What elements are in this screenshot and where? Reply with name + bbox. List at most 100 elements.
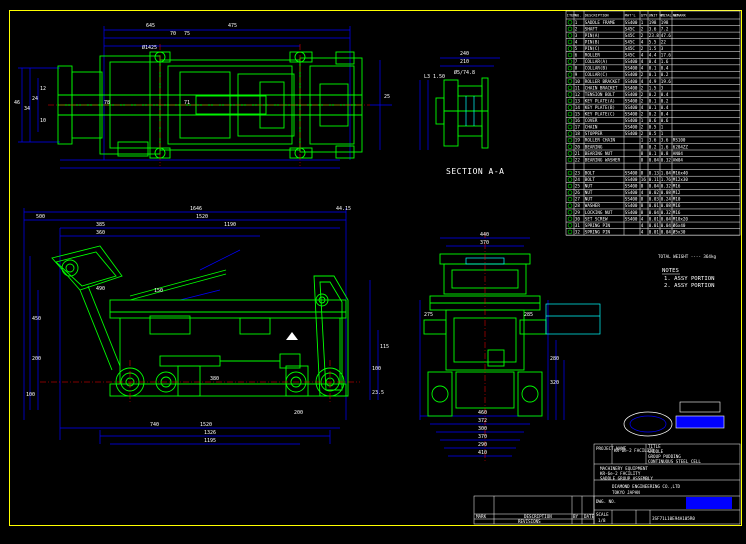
side-dim-left-200: 200 bbox=[32, 356, 41, 362]
bom-row-cell: 22 bbox=[661, 39, 667, 44]
bom-row-cell: 1.6 bbox=[661, 144, 669, 149]
bom-item-marker-icon bbox=[567, 144, 573, 149]
bom-row-cell: M16 bbox=[673, 184, 681, 189]
top-dim-12: 12 bbox=[40, 86, 46, 92]
bom-row-cell: 1.5 bbox=[649, 46, 657, 51]
top-dim-645: 645 bbox=[146, 23, 155, 29]
side-dim-490: 490 bbox=[96, 286, 105, 292]
revisions-label: REVISIONS bbox=[518, 519, 541, 524]
side-dim-1520: 1520 bbox=[196, 214, 208, 220]
stamp-box-2 bbox=[675, 415, 725, 429]
rev-col-date: DATE bbox=[584, 514, 595, 519]
bom-row-cell: ROLLER bbox=[585, 53, 601, 58]
bom-row-cell: SS400 bbox=[625, 210, 638, 215]
bom-row-cell: 0.01 bbox=[649, 216, 660, 221]
bom-row-cell: 198 bbox=[661, 20, 669, 25]
rev-col-mark: MARK bbox=[476, 514, 487, 519]
bom-item-marker-icon bbox=[567, 137, 573, 143]
bom-row-cell: 23.8 bbox=[649, 33, 660, 38]
bom-row-cell: SS400 bbox=[625, 125, 638, 130]
bom-item-marker-icon bbox=[567, 72, 573, 77]
end-dim-280: 280 bbox=[550, 356, 559, 362]
bom-row-cell: STOPPER bbox=[585, 131, 603, 136]
end-dim-275: 275 bbox=[424, 312, 433, 318]
bom-row-cell: 24 bbox=[575, 177, 581, 182]
bom-row-cell: 1 bbox=[641, 118, 644, 123]
bom-row-cell: 8 bbox=[641, 157, 644, 162]
project-name-value: KR-6e-2 FACILITY bbox=[614, 448, 655, 453]
bom-row-cell: M10x20 bbox=[673, 216, 689, 221]
bom-row-cell: SS400 bbox=[625, 197, 638, 202]
bom-row-cell: S45C bbox=[625, 39, 636, 44]
bom-row-cell: S45C bbox=[625, 46, 636, 51]
bom-row-cell: SS400 bbox=[625, 79, 638, 84]
bom-row-cell: 27 bbox=[575, 197, 581, 202]
bom-row-cell: 1.5 bbox=[649, 85, 657, 90]
bom-item-marker-icon bbox=[567, 151, 573, 156]
bom-row-cell: 19.6 bbox=[661, 79, 672, 84]
bom-row-cell: KEY PLATE(C) bbox=[585, 112, 615, 117]
bom-row-cell: 0.2 bbox=[649, 112, 657, 117]
side-dim-360: 360 bbox=[96, 230, 105, 236]
bom-row-cell: 2 bbox=[641, 85, 644, 90]
bom-row-cell: 8 bbox=[641, 197, 644, 202]
bom-item-marker-icon bbox=[567, 111, 573, 117]
bom-row-cell: 4 bbox=[641, 79, 644, 84]
bom-item-marker-icon bbox=[567, 98, 573, 104]
bom-row-cell: 0.4 bbox=[661, 105, 669, 110]
bom-row-cell: 8 bbox=[641, 170, 644, 175]
bom-item-marker-icon bbox=[567, 210, 573, 215]
note-item-2: 2. ASSY PORTION bbox=[664, 283, 715, 289]
bom-item-marker-icon bbox=[567, 26, 573, 32]
side-dim-right-235: 23.5 bbox=[372, 390, 384, 396]
bom-row-cell: 8 bbox=[641, 151, 644, 156]
end-dim-300: 300 bbox=[478, 426, 487, 432]
bom-row-cell: CHAIN bbox=[585, 125, 598, 130]
bom-header-cell: NO. bbox=[575, 14, 582, 18]
bom-row-cell: 0.1 bbox=[649, 66, 657, 71]
bom-row-cell: COLLAR(B) bbox=[585, 66, 608, 71]
title-block: PROJECT NAME KR-6e-2 FACILITY TITLE SADD… bbox=[473, 443, 741, 525]
bom-row-cell: SS400 bbox=[625, 118, 638, 123]
bom-item-marker-icon bbox=[567, 65, 573, 71]
top-label-78: 78 bbox=[104, 100, 110, 106]
bom-row-cell: 21 bbox=[575, 151, 581, 156]
bom-row-cell: 1.04 bbox=[661, 170, 672, 175]
bom-row-cell: 11 bbox=[575, 85, 581, 90]
side-dim-1646: 1646 bbox=[190, 206, 202, 212]
bom-row-cell: SS400 bbox=[625, 190, 638, 195]
bom-item-marker-icon bbox=[567, 59, 573, 64]
bom-row-cell: SET SCREW bbox=[585, 216, 608, 221]
bom-row-cell: SADDLE FRAME bbox=[585, 20, 616, 25]
bom-row-cell: COVER bbox=[585, 118, 598, 123]
bom-row-cell: 0.04 bbox=[649, 210, 660, 215]
bom-row-cell: BOLT bbox=[585, 170, 596, 175]
top-dim-34: 34 bbox=[24, 106, 30, 112]
dwg-no-label: DWG. NO. bbox=[596, 499, 616, 504]
bom-row-cell: RS100 bbox=[673, 138, 686, 143]
project-name-label: PROJECT NAME bbox=[596, 446, 627, 451]
sub-title-line-2: KR-6e-2 FACILITY bbox=[600, 471, 641, 476]
scale-label: SCALE bbox=[596, 512, 609, 517]
bom-row-cell: 0.04 bbox=[661, 229, 672, 234]
bom-row-cell: M16x40 bbox=[673, 170, 689, 175]
company-logo-icon bbox=[623, 411, 673, 437]
bom-row-cell: 4 bbox=[641, 53, 644, 58]
bom-row-cell: SS400 bbox=[625, 170, 638, 175]
end-dim-285: 285 bbox=[524, 312, 533, 318]
side-dim-bottom-1520: 1520 bbox=[200, 422, 212, 428]
bom-row-cell: SS400 bbox=[625, 184, 638, 189]
bom-row-cell: SS400 bbox=[625, 216, 638, 221]
bom-row-cell: 0.2 bbox=[649, 92, 657, 97]
section-dim-210: 210 bbox=[460, 59, 469, 65]
bom-row-cell: NUT bbox=[585, 190, 593, 195]
end-view: 440 370 460 372 300 370 290 410 275 285 … bbox=[419, 232, 601, 462]
bom-row-cell: SS400 bbox=[625, 203, 638, 208]
bom-row-cell: 28 bbox=[575, 203, 581, 208]
bom-row-cell: 2 bbox=[641, 131, 644, 136]
bom-row-cell: 0.01 bbox=[649, 229, 660, 234]
bom-row-cell: 0.1 bbox=[649, 72, 657, 77]
bom-row-cell: 5 bbox=[575, 46, 578, 51]
